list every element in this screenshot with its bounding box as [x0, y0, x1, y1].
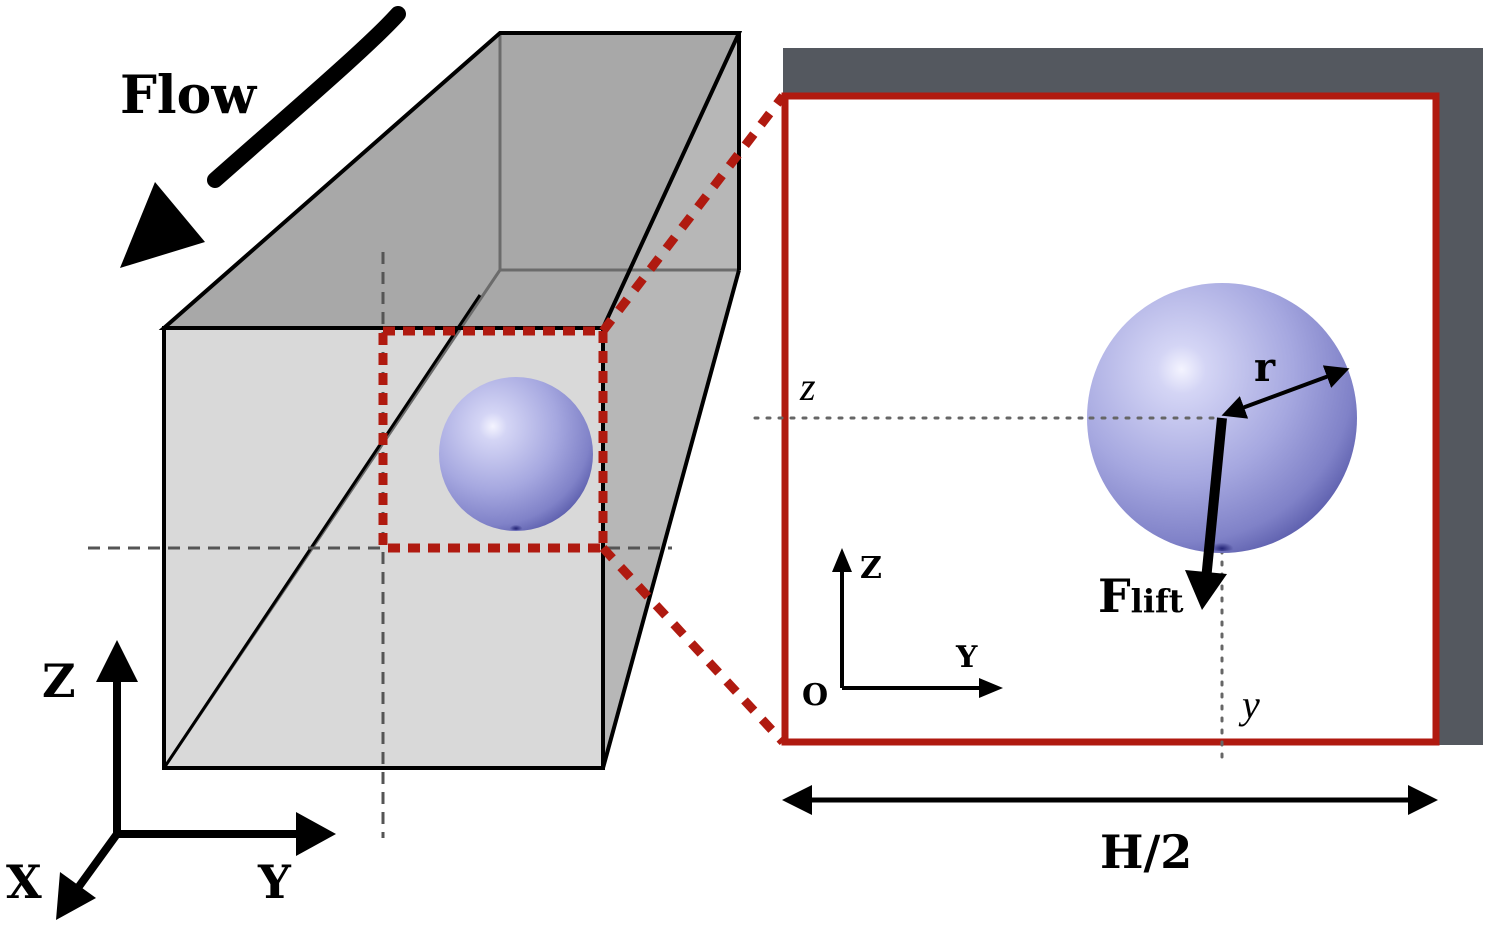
lift-force-label: Flift: [1098, 569, 1184, 623]
main-axes: [56, 640, 336, 920]
wall-top: [783, 48, 1483, 96]
axis-x-label: X: [6, 855, 42, 909]
inset-axis-z-label: Z: [860, 551, 882, 586]
zoom-connector-top: [599, 93, 787, 334]
inset-axis-y-label: Y: [955, 640, 978, 675]
inset-axes: [832, 548, 1003, 698]
rectangular-channel: [158, 31, 743, 770]
particle-sphere-small: [439, 377, 593, 531]
axis-z-label: Z: [42, 654, 76, 708]
channel-top-face: [164, 33, 739, 328]
wall-right: [1436, 48, 1483, 745]
radius-label: r: [1254, 344, 1276, 391]
z-coordinate-label: z: [799, 364, 816, 409]
channel-side-face: [603, 33, 739, 768]
y-coordinate-label: y: [1238, 682, 1260, 727]
axis-y-label: Y: [257, 855, 292, 909]
radius-arrow: [1221, 365, 1350, 419]
flow-label: Flow: [120, 65, 257, 126]
half-width-label: H/2: [1100, 825, 1192, 879]
zoom-region: [378, 326, 608, 553]
zoom-connector-bottom: [599, 544, 787, 746]
lift-force-arrow: [1185, 417, 1227, 610]
inset-origin-label: O: [802, 678, 828, 713]
inset-frame: [781, 92, 1440, 746]
flow-arrow: [120, 6, 406, 268]
